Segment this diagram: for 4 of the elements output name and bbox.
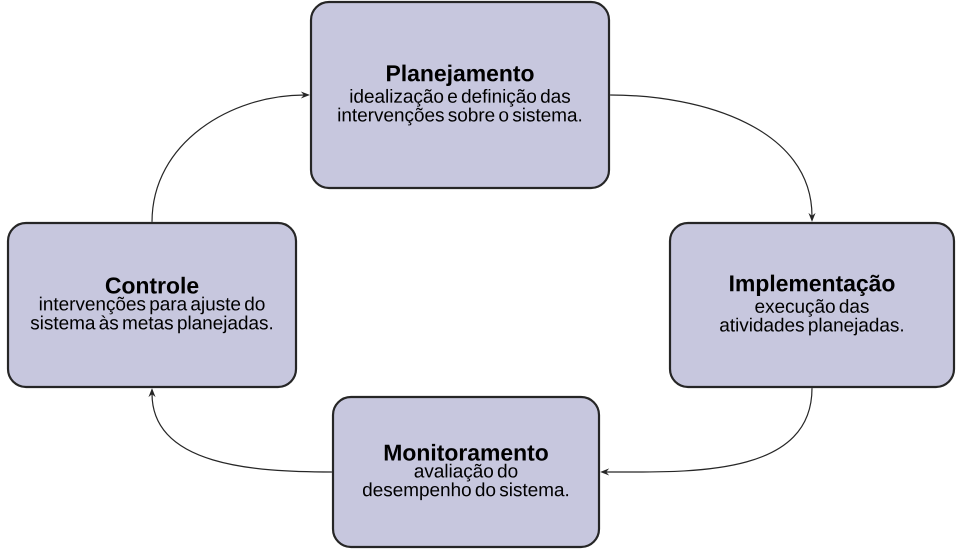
process-box: Planejamento idealização e definição das intervenções sobre o sistema.: [310, 0, 610, 190]
process-box: Implementação execução das atividades planejadas.: [668, 222, 956, 388]
process-box: Monitoramento avaliação do desempenho do sistema.: [332, 396, 600, 548]
process-box: Controle intervenções para ajuste do sistema às metas planejadas.: [6, 222, 298, 388]
